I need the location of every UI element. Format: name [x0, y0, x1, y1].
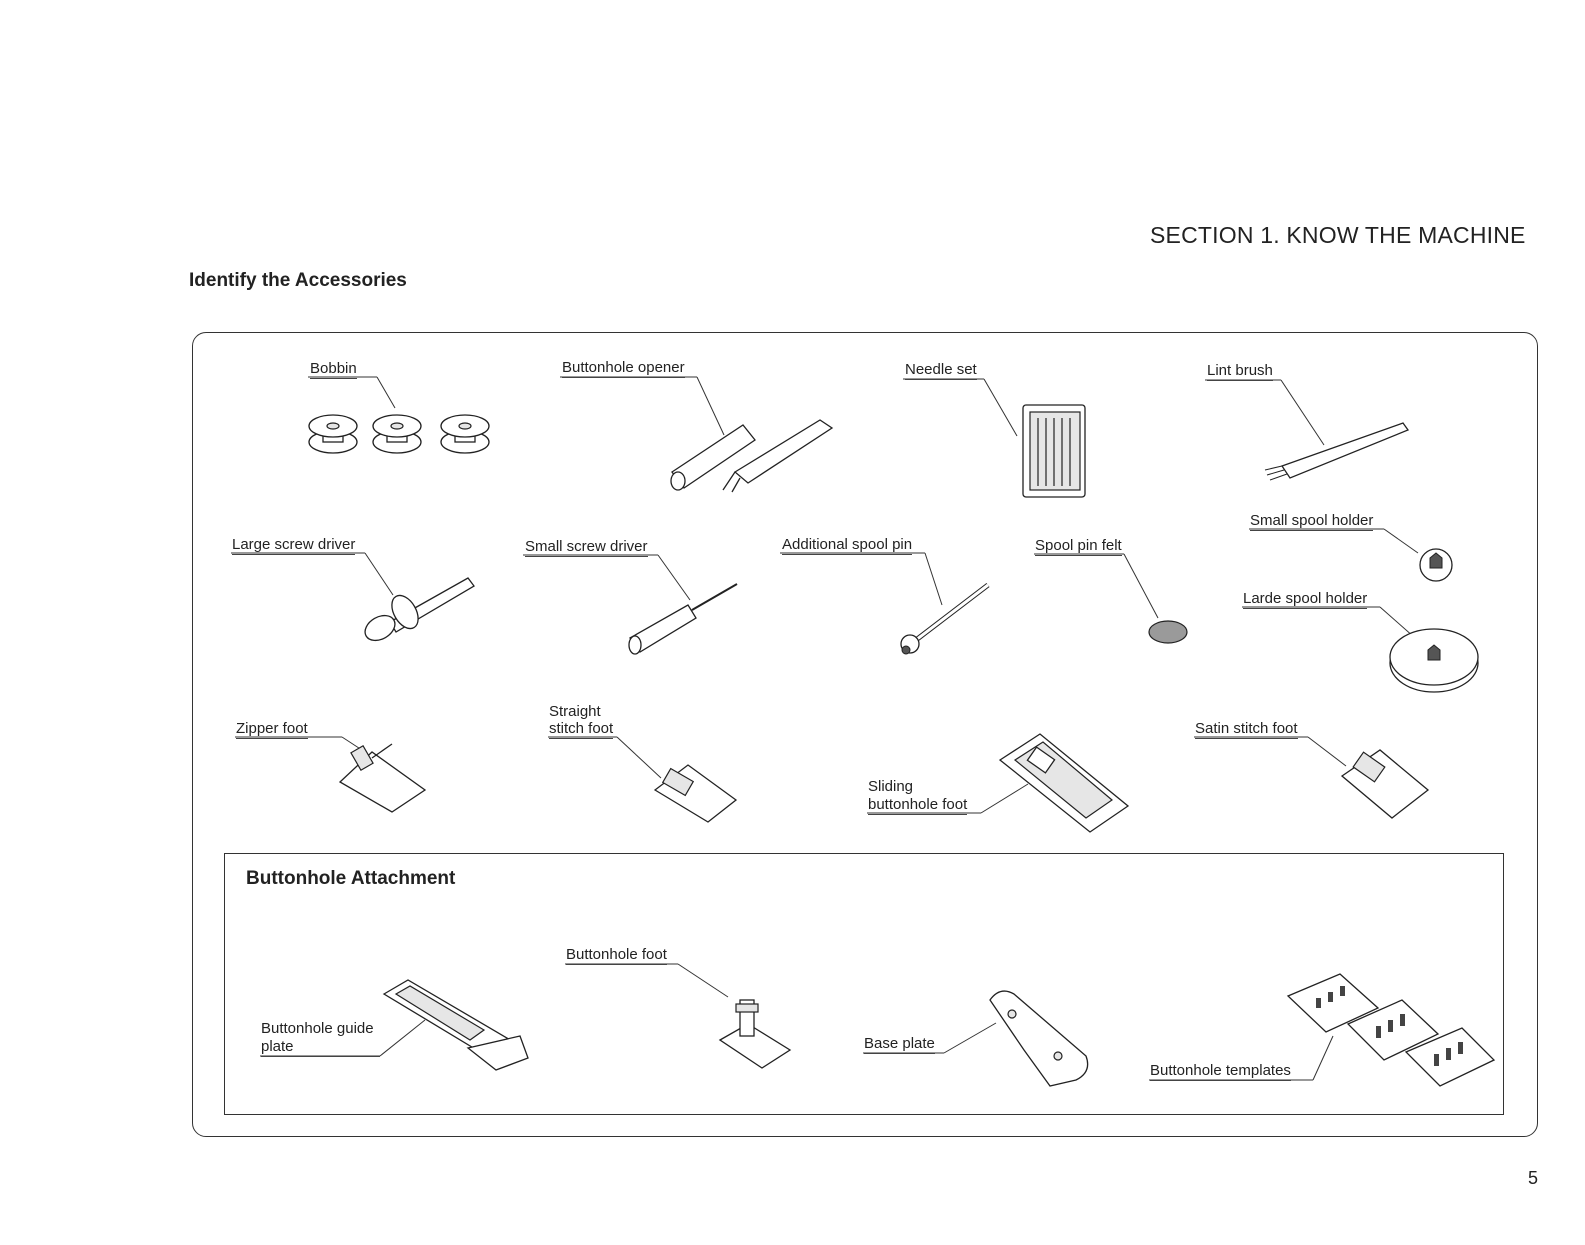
page-number: 5: [1528, 1168, 1539, 1188]
sliding-buttonhole-foot-art: [998, 733, 1130, 833]
label-needle-set: Needle set: [905, 361, 977, 381]
zipper-foot-art: [338, 743, 427, 813]
label-base-plate: Base plate: [864, 1035, 935, 1055]
large-screw-driver-art: [364, 577, 475, 642]
label-lint-brush: Lint brush: [1207, 362, 1273, 382]
label-sliding-buttonhole-foot-line1: Sliding: [868, 778, 914, 795]
label-additional-spool-pin: Additional spool pin: [782, 536, 913, 556]
base-plate-art: [989, 990, 1089, 1087]
buttonhole-templates-art: [1286, 973, 1496, 1087]
label-buttonhole-templates: Buttonhole templates: [1150, 1062, 1291, 1082]
spool-pin-felt-art: [1148, 620, 1188, 644]
section-title: SECTION 1. KNOW THE MACHINE: [1150, 222, 1526, 248]
label-large-spool-holder: Larde spool holder: [1243, 590, 1368, 610]
label-small-screw-driver: Small screw driver: [525, 538, 648, 558]
large-spool-holder-art: [1389, 628, 1479, 693]
buttonhole-attachment-title: Buttonhole Attachment: [246, 868, 456, 889]
label-large-screw-driver: Large screw driver: [232, 536, 356, 556]
label-buttonhole-opener: Buttonhole opener: [562, 359, 685, 379]
label-buttonhole-guide-plate-line2: plate: [261, 1038, 380, 1058]
label-straight-stitch-foot-line1: Straight: [549, 703, 601, 720]
buttonhole-foot-art: [718, 999, 792, 1069]
satin-stitch-foot-art: [1340, 749, 1430, 819]
straight-stitch-foot-art: [653, 764, 738, 823]
page-heading: Identify the Accessories: [189, 270, 407, 291]
label-sliding-buttonhole-foot-line2: buttonhole foot: [868, 796, 968, 816]
additional-spool-pin-art: [900, 583, 990, 655]
bobbin-art: [308, 414, 490, 454]
buttonhole-guide-plate-art: [382, 979, 529, 1071]
label-buttonhole-guide-plate-line1: Buttonhole guide: [261, 1020, 374, 1037]
buttonhole-attachment-frame: [224, 853, 1504, 1115]
small-spool-holder-art: [1419, 548, 1453, 582]
label-straight-stitch-foot-line2: stitch foot: [549, 720, 614, 740]
needle-set-art: [1022, 404, 1086, 498]
leader-lines: [231, 376, 1419, 1081]
lint-brush-art: [1264, 422, 1410, 481]
label-small-spool-holder: Small spool holder: [1250, 512, 1374, 532]
buttonhole-opener-art: [670, 419, 834, 493]
label-zipper-foot: Zipper foot: [236, 720, 308, 740]
label-satin-stitch-foot: Satin stitch foot: [1195, 720, 1298, 740]
label-bobbin: Bobbin: [310, 360, 357, 380]
label-spool-pin-felt: Spool pin felt: [1035, 537, 1122, 557]
small-screw-driver-art: [628, 583, 738, 655]
accessories-frame: [192, 332, 1538, 1137]
label-buttonhole-foot: Buttonhole foot: [566, 946, 667, 966]
